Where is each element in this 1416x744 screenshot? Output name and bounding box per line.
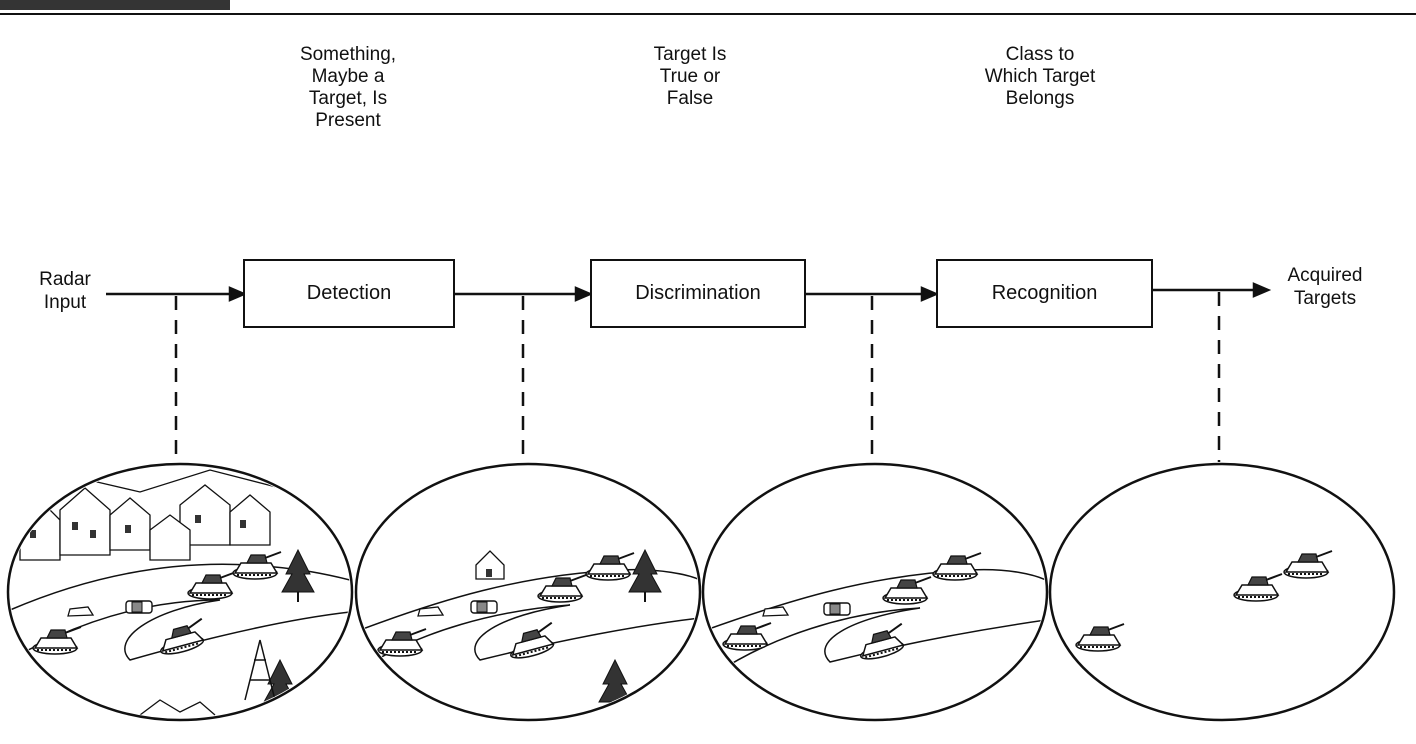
scene-4-ellipse [1048,462,1396,722]
arrowhead-3 [920,286,940,302]
arrowhead-2 [574,286,594,302]
detection-box: Detection [243,259,455,328]
arrowhead-4 [1252,282,1272,298]
scene-3-ellipse [701,462,1049,722]
detection-description: Something, Maybe a Target, Is Present [299,44,397,131]
discrimination-description: Target Is True or False [653,44,727,109]
recognition-description: Class to Which Target Belongs [984,44,1096,109]
discrimination-box: Discrimination [590,259,806,328]
scene-2-ellipse [354,462,702,722]
acquired-targets-label: Acquired Targets [1287,265,1363,309]
recognition-box: Recognition [936,259,1153,328]
scene-2-illustration [359,549,698,713]
arrowhead-1 [228,286,248,302]
scene-3-illustration [705,552,1045,681]
cropped-header-text [0,0,230,10]
radar-input-label: Radar Input [39,269,91,313]
